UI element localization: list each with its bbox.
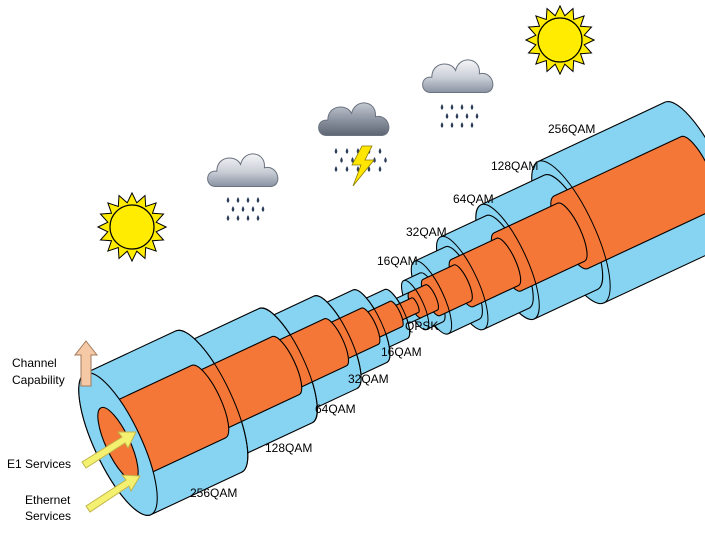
- step-ring: [313, 295, 362, 390]
- label-left-16qam: 16QAM: [381, 345, 422, 359]
- e1-service-arrow-icon: [81, 431, 137, 469]
- step-ring: [403, 279, 430, 331]
- label-qpsk: QPSK: [405, 319, 438, 333]
- step-ring: [384, 288, 411, 339]
- label-right-32qam: 32QAM: [406, 225, 447, 239]
- channel-capability: Channel Capability: [12, 340, 99, 387]
- modulation-labels: 256QAM 128QAM 64QAM 32QAM 16QAM QPSK 16Q…: [190, 122, 595, 500]
- ethernet-services-line2: Services: [25, 509, 71, 523]
- label-right-256qam: 256QAM: [548, 122, 595, 136]
- step-ring: [480, 203, 540, 320]
- label-left-64qam: 64QAM: [315, 402, 356, 416]
- channel-capability-line1: Channel: [12, 356, 57, 370]
- label-right-16qam: 16QAM: [377, 254, 418, 268]
- service-inputs: E1 Services Ethernet Services: [7, 431, 141, 523]
- step-ring: [440, 235, 489, 330]
- label-left-256qam: 256QAM: [190, 486, 237, 500]
- up-arrow-icon: [73, 340, 99, 387]
- rain-cloud-icon: [207, 153, 279, 221]
- e1-services-label: E1 Services: [7, 457, 71, 471]
- sun-icon: [96, 191, 168, 263]
- ethernet-services-line1: Ethernet: [25, 493, 71, 507]
- label-left-128qam: 128QAM: [265, 441, 312, 455]
- step-ring: [175, 329, 249, 473]
- modulation-tube: [78, 101, 705, 516]
- step-ring: [258, 307, 318, 424]
- step-ring: [414, 260, 453, 335]
- label-right-64qam: 64QAM: [453, 192, 494, 206]
- sun-icon: [524, 4, 596, 76]
- thunderstorm-icon: [318, 102, 390, 187]
- rain-cloud-icon: [422, 59, 494, 128]
- weather-row: [96, 4, 596, 263]
- channel-capability-line2: Capability: [12, 373, 65, 387]
- label-left-32qam: 32QAM: [348, 372, 389, 386]
- step-ring: [352, 289, 391, 363]
- ethernet-service-arrow-icon: [85, 474, 141, 513]
- step-ring: [537, 160, 611, 304]
- label-right-128qam: 128QAM: [491, 159, 538, 173]
